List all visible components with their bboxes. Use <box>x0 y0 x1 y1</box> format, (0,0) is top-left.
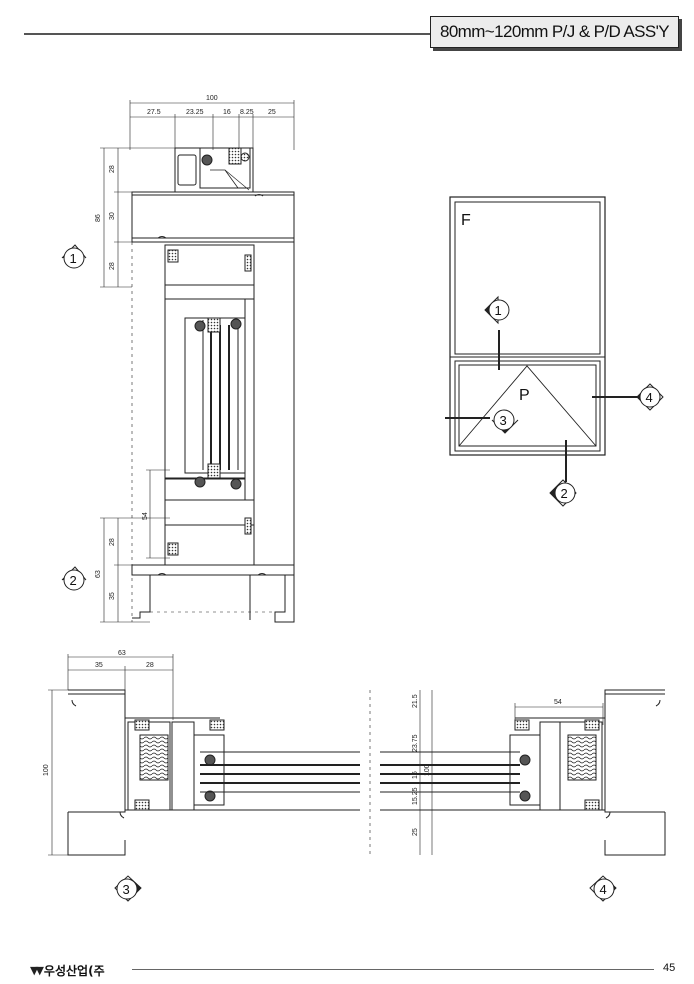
dim-d: 15.25 <box>412 787 419 805</box>
svg-text:3: 3 <box>123 882 130 897</box>
dim-b: 28 <box>146 662 154 669</box>
svg-text:2: 2 <box>561 486 568 501</box>
horizontal-center-dimensions: 21.5 23.75 16 15.25 25 100 <box>412 690 433 855</box>
footer-rule <box>132 969 654 970</box>
dim-a: 21.5 <box>412 694 419 708</box>
callout-3-bottom: 3 <box>114 875 142 902</box>
callout-4-bottom: 4 <box>589 875 617 902</box>
dim-d2: 23.25 <box>186 109 204 116</box>
vertical-section-callouts: 1 2 <box>61 244 87 591</box>
vertical-left-dimensions: 28 30 28 86 54 28 35 63 <box>95 147 175 623</box>
dim-c: 16 <box>412 771 419 779</box>
horizontal-left-dimensions: 100 <box>43 689 68 856</box>
horizontal-top-left-dimensions: 63 35 28 <box>67 650 174 720</box>
dim-a: 28 <box>109 165 116 173</box>
dim-g: 63 <box>95 570 102 578</box>
page-title: 80mm~120mm P/J & P/D ASS'Y <box>430 16 679 48</box>
svg-text:2: 2 <box>70 573 77 588</box>
callout-3-elevation: 3 <box>491 409 519 434</box>
horizontal-section: 63 35 28 54 21.5 23.75 16 15.25 25 100 1… <box>43 650 666 856</box>
company-logo: ▼▼ 우성산업(주 <box>30 962 105 979</box>
dim-overall: 100 <box>424 764 431 776</box>
dim-a: 35 <box>95 662 103 669</box>
dim-total: 100 <box>206 95 218 102</box>
dim-b: 23.75 <box>412 734 419 752</box>
dim-d5: 25 <box>268 109 276 116</box>
right-jamb <box>604 689 665 813</box>
logo-mark-icon: ▼▼ <box>30 964 44 977</box>
dim-e: 28 <box>109 538 116 546</box>
callout-1-left: 1 <box>61 244 87 269</box>
dim-overall: 86 <box>95 214 102 222</box>
company-name: 우성산업(주 <box>43 964 105 978</box>
header-rule <box>24 33 432 35</box>
dim-c: 28 <box>109 262 116 270</box>
dim-total: 63 <box>118 650 126 657</box>
dim-b: 30 <box>109 212 116 220</box>
dim-overall: 100 <box>43 764 50 776</box>
callout-2-elevation: 2 <box>549 479 577 507</box>
svg-text:4: 4 <box>646 390 653 405</box>
window-elevation: F P <box>445 196 638 482</box>
svg-text:1: 1 <box>495 303 502 318</box>
dim-d4: 8.25 <box>240 109 254 116</box>
svg-text:4: 4 <box>600 882 607 897</box>
dim-d: 54 <box>142 512 149 520</box>
project-pane-label: P <box>519 387 530 404</box>
vertical-top-dimensions: 100 27.5 23.25 16 8.25 25 <box>129 95 295 150</box>
svg-text:1: 1 <box>70 251 77 266</box>
dim-a: 54 <box>554 699 562 706</box>
sill-frame <box>131 564 295 576</box>
vertical-section: 100 27.5 23.25 16 8.25 25 28 30 28 86 54 <box>95 95 295 623</box>
left-jamb <box>68 689 126 813</box>
dim-d3: 16 <box>223 109 231 116</box>
dim-d1: 27.5 <box>147 109 161 116</box>
page-number: 45 <box>663 962 676 974</box>
elevation-callouts: 1 3 4 2 <box>484 295 664 507</box>
transom-frame <box>131 191 295 243</box>
dim-f: 35 <box>109 592 116 600</box>
horizontal-section-callouts: 3 4 <box>114 875 617 902</box>
callout-2-left: 2 <box>61 566 87 591</box>
fixed-pane-label: F <box>461 212 471 229</box>
callout-1-elevation: 1 <box>484 295 510 325</box>
svg-text:3: 3 <box>500 413 507 428</box>
dim-e: 25 <box>412 828 419 836</box>
callout-4-elevation: 4 <box>636 383 664 411</box>
